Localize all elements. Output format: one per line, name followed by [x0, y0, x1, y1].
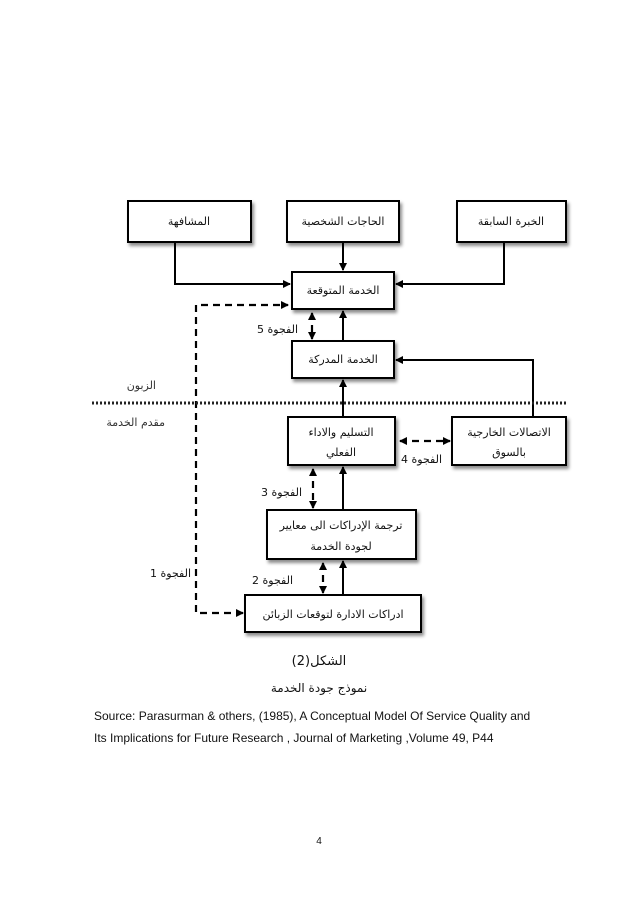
box-external-communications-label-1: الاتصالات الخارجية: [467, 426, 551, 439]
box-word-of-mouth-label: المشافهة: [168, 215, 210, 228]
box-service-specifications-label-2: لجودة الخدمة: [310, 540, 371, 553]
box-perceived-service-label: الخدمة المدركة: [308, 353, 378, 366]
box-personal-needs: الحاجات الشخصية: [286, 200, 400, 243]
figure-number: الشكل(2): [291, 654, 347, 669]
box-external-communications-label-2: بالسوق: [492, 446, 526, 459]
arrow-word-of-mouth-to-expected: [174, 242, 291, 288]
box-external-communications: الاتصالات الخارجية بالسوق: [451, 416, 567, 466]
gap1-arrow: [194, 301, 289, 617]
dashed-arrows: [194, 301, 451, 617]
box-past-experience-label: الخبرة السابقة: [478, 215, 544, 228]
arrow-experience-to-expected: [395, 242, 505, 288]
box-service-specifications: ترجمة الإدراكات الى معايير لجودة الخدمة: [266, 509, 417, 560]
arrow-external-to-perceived: [395, 356, 534, 417]
figure-title: نموذج جودة الخدمة: [270, 681, 368, 695]
gap4-label: الفجوة 4: [401, 453, 442, 466]
page-number: 4: [316, 836, 322, 847]
box-management-perceptions: ادراكات الادارة لتوقعات الزبائن: [244, 594, 422, 633]
customer-label: الزبون: [127, 379, 156, 392]
box-service-delivery-label-1: التسليم والاداء: [308, 426, 373, 439]
box-word-of-mouth: المشافهة: [127, 200, 252, 243]
box-perceived-service: الخدمة المدركة: [291, 340, 395, 379]
provider-label: مقدم الخدمة: [106, 416, 165, 429]
gap1-label: الفجوة 1: [150, 567, 191, 580]
source-citation: Source: Parasurman & others, (1985), A C…: [94, 709, 531, 745]
gap2-label: الفجوة 2: [252, 574, 293, 587]
box-service-delivery-label-2: الفعلي: [326, 446, 356, 459]
box-past-experience: الخبرة السابقة: [456, 200, 567, 243]
box-expected-service-label: الخدمة المتوقعة: [307, 284, 380, 297]
gap5-label: الفجوة 5: [257, 323, 298, 336]
box-management-perceptions-label: ادراكات الادارة لتوقعات الزبائن: [262, 608, 403, 621]
service-quality-diagram: المشافهة الحاجات الشخصية الخبرة السابقة …: [92, 200, 567, 633]
solid-arrows: [174, 242, 534, 595]
box-expected-service: الخدمة المتوقعة: [291, 271, 395, 310]
box-service-specifications-label-1: ترجمة الإدراكات الى معايير: [279, 519, 403, 532]
box-service-delivery: التسليم والاداء الفعلي: [287, 416, 396, 466]
box-personal-needs-label: الحاجات الشخصية: [302, 215, 385, 228]
gap3-label: الفجوة 3: [261, 486, 302, 499]
